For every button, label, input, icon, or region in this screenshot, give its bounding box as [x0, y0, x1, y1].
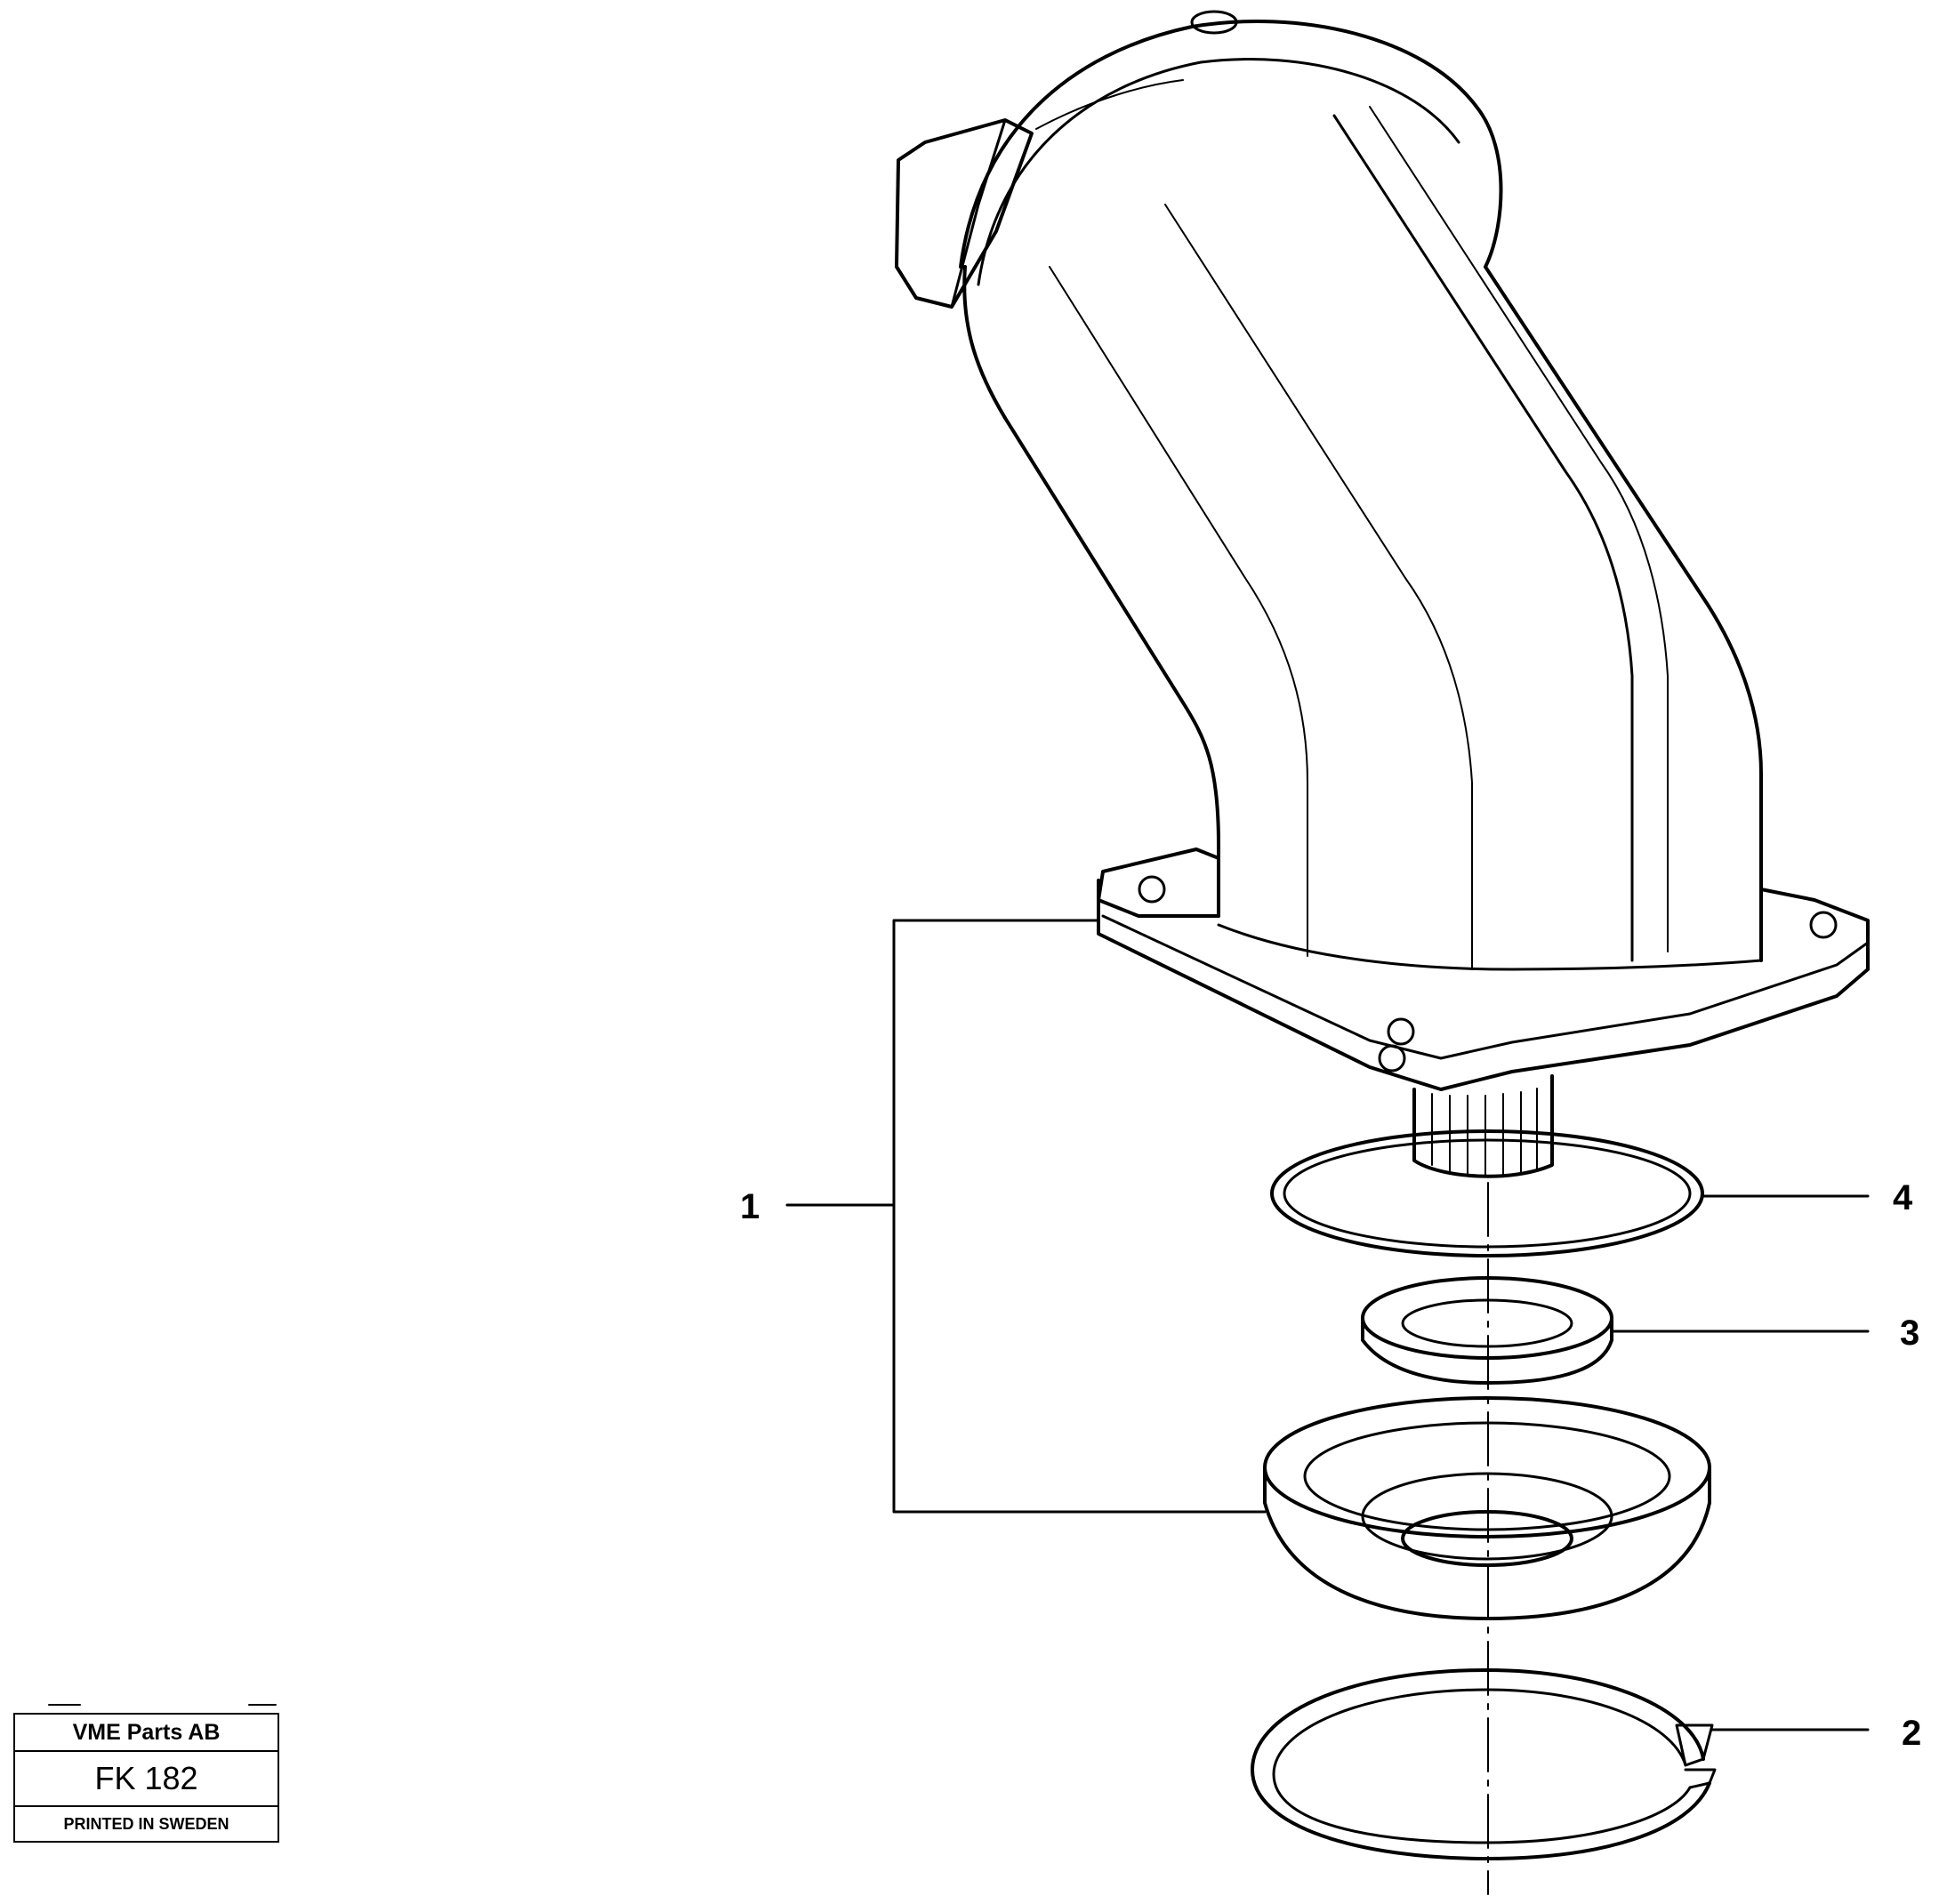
title-stamp: VME Parts AB FK 182 PRINTED IN SWEDEN [13, 1713, 279, 1843]
circlip [1251, 1668, 1717, 1860]
motor-shaft [1412, 1074, 1554, 1178]
callout-1: 1 [740, 1187, 760, 1226]
spacer-ring [1361, 1276, 1613, 1385]
stamp-printed: PRINTED IN SWEDEN [63, 1815, 229, 1833]
callout-2: 2 [1902, 1714, 1921, 1753]
motor-barrel [962, 265, 1007, 420]
motor-flange [1097, 848, 1220, 918]
stamp-code: FK 182 [15, 1752, 278, 1807]
stamp-company: VME Parts AB [15, 1715, 278, 1752]
leader-lines [785, 919, 1870, 1731]
hydraulic-motor [895, 10, 1870, 1178]
leader-bracket-1 [892, 919, 1267, 1514]
callout-3: 3 [1900, 1314, 1919, 1353]
callout-4: 4 [1893, 1178, 1913, 1217]
motor-end-cap [959, 20, 1503, 269]
o-ring [1270, 1129, 1704, 1257]
shaft-seal [1263, 1396, 1711, 1620]
